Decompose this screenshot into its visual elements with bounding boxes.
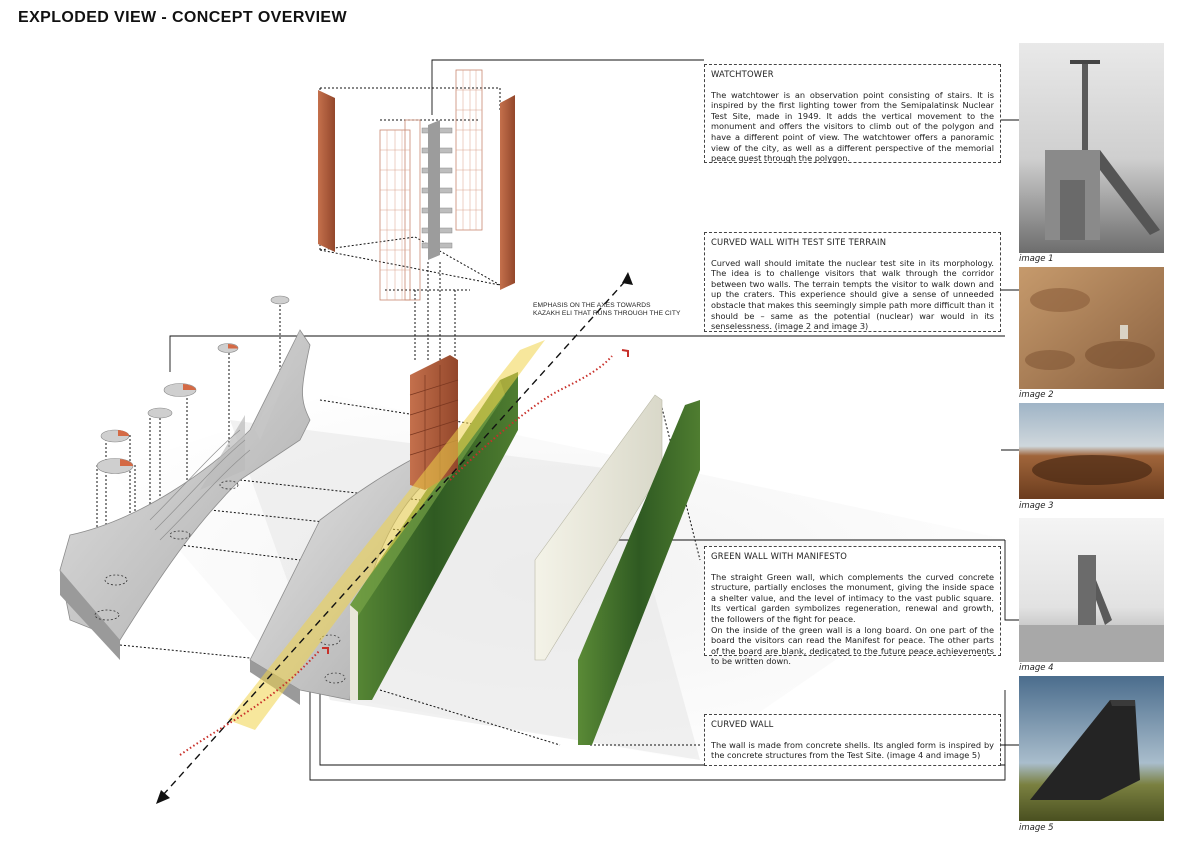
axis-annotation-line-2: KAZAKH ELI THAT RUNS THROUGH THE CITY xyxy=(533,310,681,318)
photo-image-3 xyxy=(1019,403,1164,499)
image-caption: image 3 xyxy=(1019,501,1054,511)
image-caption: image 1 xyxy=(1019,254,1054,264)
visitor-paths xyxy=(179,355,613,756)
curved-wall-heading: CURVED WALL xyxy=(711,719,774,729)
page-title: EXPLODED VIEW - CONCEPT OVERVIEW xyxy=(18,9,347,26)
curved-wall-terrain-body: Curved wall should imitate the nuclear t… xyxy=(711,257,994,332)
image-caption: image 5 xyxy=(1019,823,1054,833)
axis-arrow xyxy=(156,272,633,804)
axis-band xyxy=(228,340,545,730)
green-wall-back xyxy=(578,400,700,745)
image-caption: image 2 xyxy=(1019,390,1054,400)
photo-image-5 xyxy=(1019,676,1164,821)
visitor-path-arrows xyxy=(322,349,629,654)
photo-image-1 xyxy=(1019,43,1164,253)
curved-wall-description-box: CURVED WALL The wall is made from concre… xyxy=(704,714,1001,766)
curved-wall-body: The wall is made from concrete shells. I… xyxy=(711,739,994,761)
watchtower-description-box: WATCHTOWER The watchtower is an observat… xyxy=(704,64,1001,163)
green-wall-description-box: GREEN WALL WITH MANIFESTO The straight G… xyxy=(704,546,1001,666)
curved-wall-terrain-heading: CURVED WALL WITH TEST SITE TERRAIN xyxy=(711,237,887,247)
image-caption: image 4 xyxy=(1019,663,1054,673)
green-wall-body: The straight Green wall, which complemen… xyxy=(711,571,994,667)
watchtower-heading: WATCHTOWER xyxy=(711,69,774,79)
photo-image-4 xyxy=(1019,518,1164,662)
photo-image-2 xyxy=(1019,267,1164,389)
axis-annotation: EMPHASIS ON THE AXES TOWARDS KAZAKH ELI … xyxy=(533,302,680,319)
watchtower-exploded xyxy=(318,69,515,301)
green-wall-heading: GREEN WALL WITH MANIFESTO xyxy=(711,551,848,561)
watchtower-body: The watchtower is an observation point c… xyxy=(711,89,994,164)
floating-discs xyxy=(96,295,290,474)
curved-wall-terrain-description-box: CURVED WALL WITH TEST SITE TERRAIN Curve… xyxy=(704,232,1001,332)
left-curved-wall xyxy=(59,329,311,660)
box-connectors xyxy=(169,59,1019,781)
axis-annotation-line-1: EMPHASIS ON THE AXES TOWARDS xyxy=(533,302,651,309)
